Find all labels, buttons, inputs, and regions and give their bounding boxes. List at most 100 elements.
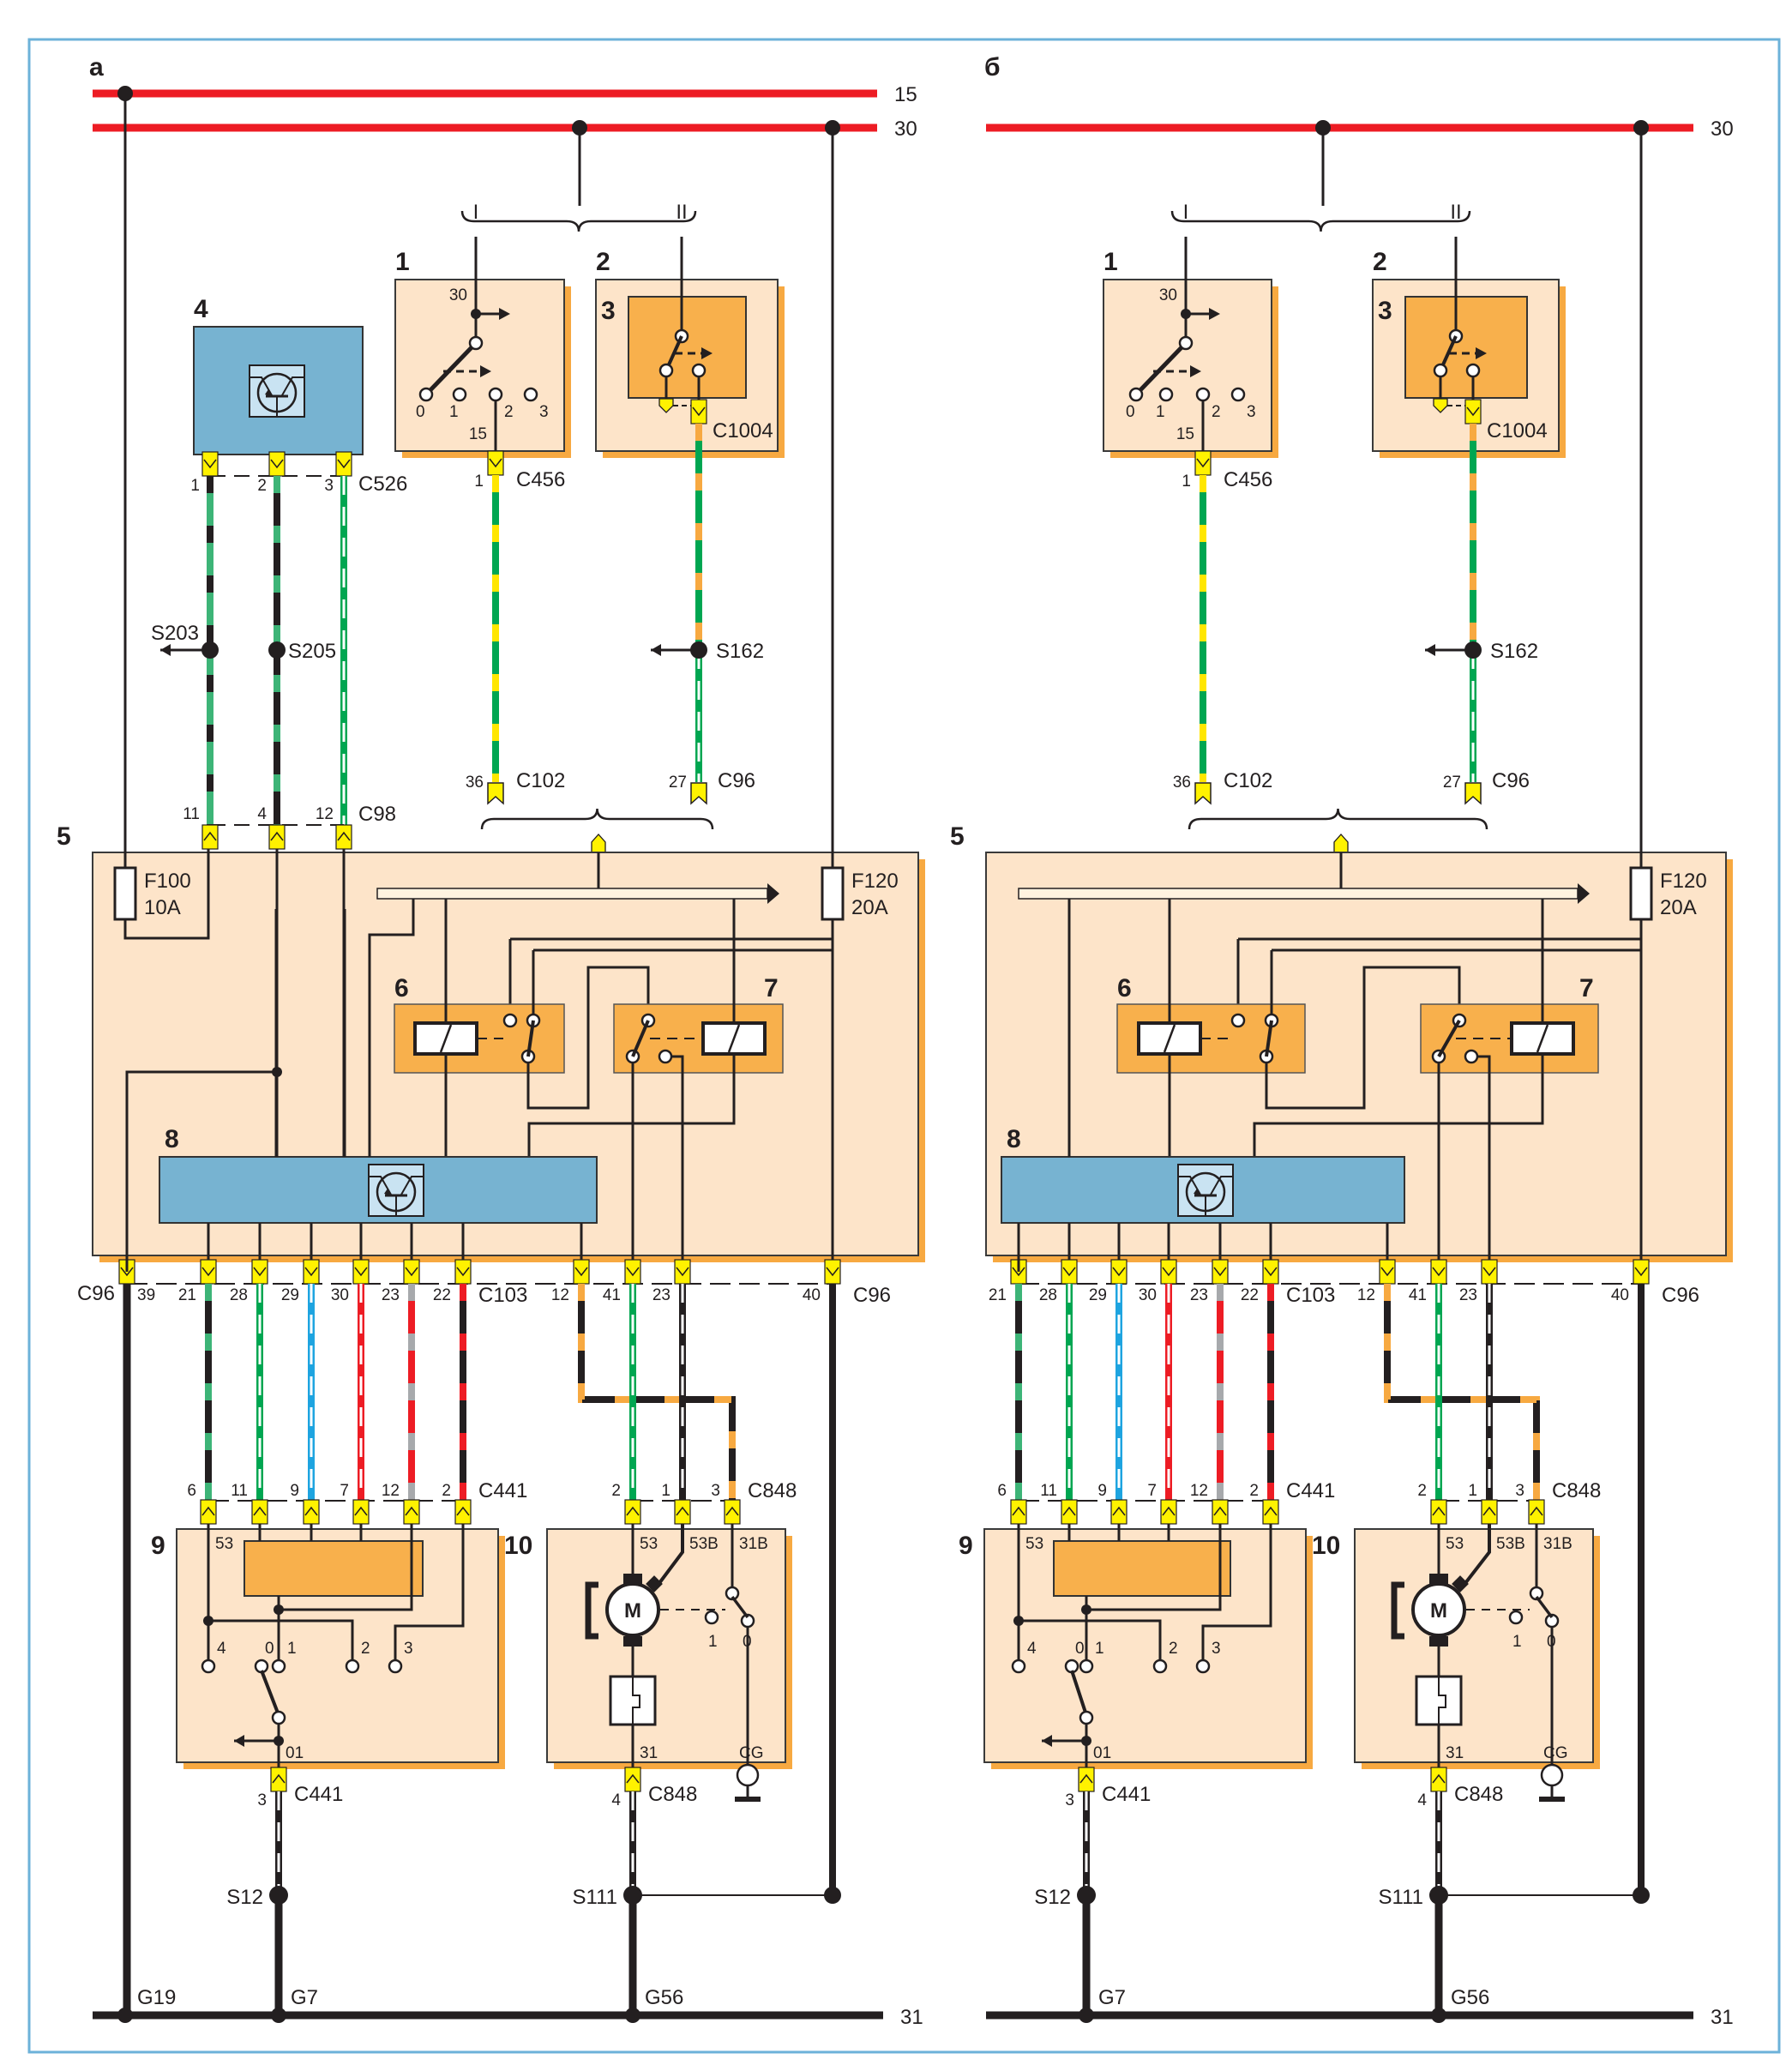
dashed-arrow-icon (1190, 365, 1201, 377)
connector-pin (724, 1499, 741, 1525)
connector-pin (268, 451, 286, 477)
fuse-label: F100 (144, 870, 191, 893)
motor-magnet (585, 1581, 598, 1640)
pin-body (624, 1767, 641, 1792)
chevron-down-icon (826, 1267, 839, 1277)
chevron-up-icon (203, 831, 217, 841)
wire-line (731, 1595, 749, 1619)
chevron-down-icon (626, 1267, 640, 1277)
motor-brush (623, 1574, 642, 1584)
pin-label: 21 (178, 1286, 196, 1304)
motor-brush (1452, 1575, 1469, 1592)
pin-label: 12 (1190, 1482, 1208, 1500)
chevron-up-icon (725, 1506, 739, 1516)
pin-label: 3 (1515, 1482, 1524, 1500)
chevron-down-icon (1380, 1267, 1394, 1277)
chevron-down-icon (692, 406, 706, 417)
dashed-arrow-icon (480, 365, 491, 377)
pin-body (1430, 1499, 1447, 1525)
chevron-up-icon (405, 1506, 418, 1516)
pin-body (454, 1499, 472, 1525)
component-3-box (1404, 296, 1528, 399)
switch-position-label: 1 (1095, 1640, 1104, 1658)
signal-brace (480, 808, 714, 830)
component-10-box (546, 1528, 786, 1763)
connector-pin (403, 1259, 420, 1285)
switch-position-label: 3 (1247, 403, 1256, 421)
switch-group-label: I (1183, 201, 1189, 224)
wire-black-orange (578, 1284, 736, 1501)
switch-position-label: 3 (539, 403, 549, 421)
wire-line (526, 966, 650, 1110)
chevron-up-icon (1432, 1773, 1446, 1784)
component-number: 5 (57, 822, 71, 851)
fuse-rating: 20A (1660, 896, 1697, 919)
wire-line (1437, 1020, 1461, 1057)
connector-pin (1262, 1259, 1279, 1285)
pin-label: 3 (711, 1482, 720, 1500)
connector-pin (1430, 1499, 1447, 1525)
splice-s111 (1429, 1886, 1448, 1905)
chevron-down-icon (1482, 1267, 1496, 1277)
chevron-down-icon (405, 1267, 418, 1277)
signal-rail (1018, 888, 1579, 900)
pin-label: 41 (1409, 1286, 1427, 1304)
pin-label: 1 (190, 477, 200, 495)
connector-label-c441: C441 (478, 1479, 527, 1502)
pin-label: 23 (382, 1286, 400, 1304)
chevron-up-icon (337, 831, 351, 841)
pin-body (1194, 450, 1212, 476)
connector-label-c102: C102 (516, 769, 565, 792)
connector-pin-c1004 (690, 399, 707, 424)
terminal-label: 53 (1446, 1535, 1464, 1553)
splice-s12 (269, 1886, 288, 1905)
bus-label-30: 30 (894, 117, 917, 141)
wire-line (1253, 1054, 1544, 1157)
bus-label-31: 31 (1711, 2006, 1734, 2029)
pin-label: 2 (1417, 1482, 1427, 1500)
connector-label-c441: C441 (294, 1783, 343, 1806)
wire-line (1476, 1055, 1491, 1272)
connector-pin (200, 1259, 217, 1285)
pin-body (724, 1499, 741, 1525)
pin-body (403, 1499, 420, 1525)
connector-pin (251, 1259, 268, 1285)
ground-junction (625, 2008, 640, 2023)
pin-label: 2 (611, 1482, 621, 1500)
contact-terminal (725, 1586, 740, 1601)
transistor-collector (400, 1176, 424, 1195)
contact-terminal (1464, 1049, 1479, 1064)
pin-label: 3 (257, 1791, 267, 1809)
pin-label: 6 (187, 1482, 196, 1500)
wire-line (655, 1524, 684, 1588)
pin-body (268, 824, 286, 850)
ground-label: G56 (1451, 1986, 1489, 2009)
contact-terminal (1529, 1586, 1544, 1601)
chevron-down-icon (456, 1267, 470, 1277)
pin-body (303, 1499, 320, 1525)
contact-terminal (1230, 1013, 1246, 1028)
component-number: 10 (1312, 1532, 1340, 1560)
pin-label: 12 (382, 1482, 400, 1500)
chevron-down-icon (1012, 1267, 1025, 1277)
switch-group-brace (1170, 210, 1471, 232)
terminal-label: 53 (1025, 1535, 1043, 1553)
chevron-up-icon (1530, 1506, 1543, 1516)
pin-label: 11 (231, 1482, 248, 1500)
chevron-up-icon (1012, 1506, 1025, 1516)
pin-body (1194, 782, 1212, 805)
chevron-down-icon (1196, 458, 1210, 468)
pin-label: 29 (281, 1286, 299, 1304)
pin-label: 2 (257, 477, 267, 495)
splice-label: S111 (1379, 1886, 1424, 1909)
ground-terminal (1540, 1763, 1564, 1787)
contact-terminal (271, 1659, 286, 1674)
chevron-up-icon (1213, 1506, 1227, 1516)
connector-label-c1004: C1004 (713, 419, 773, 442)
connector-pin (268, 824, 286, 850)
component-1-box (394, 279, 565, 452)
connector-pin (303, 1259, 320, 1285)
pin-label: 2 (1249, 1482, 1259, 1500)
splice-label: S12 (226, 1886, 263, 1909)
pin-body (454, 1259, 472, 1285)
